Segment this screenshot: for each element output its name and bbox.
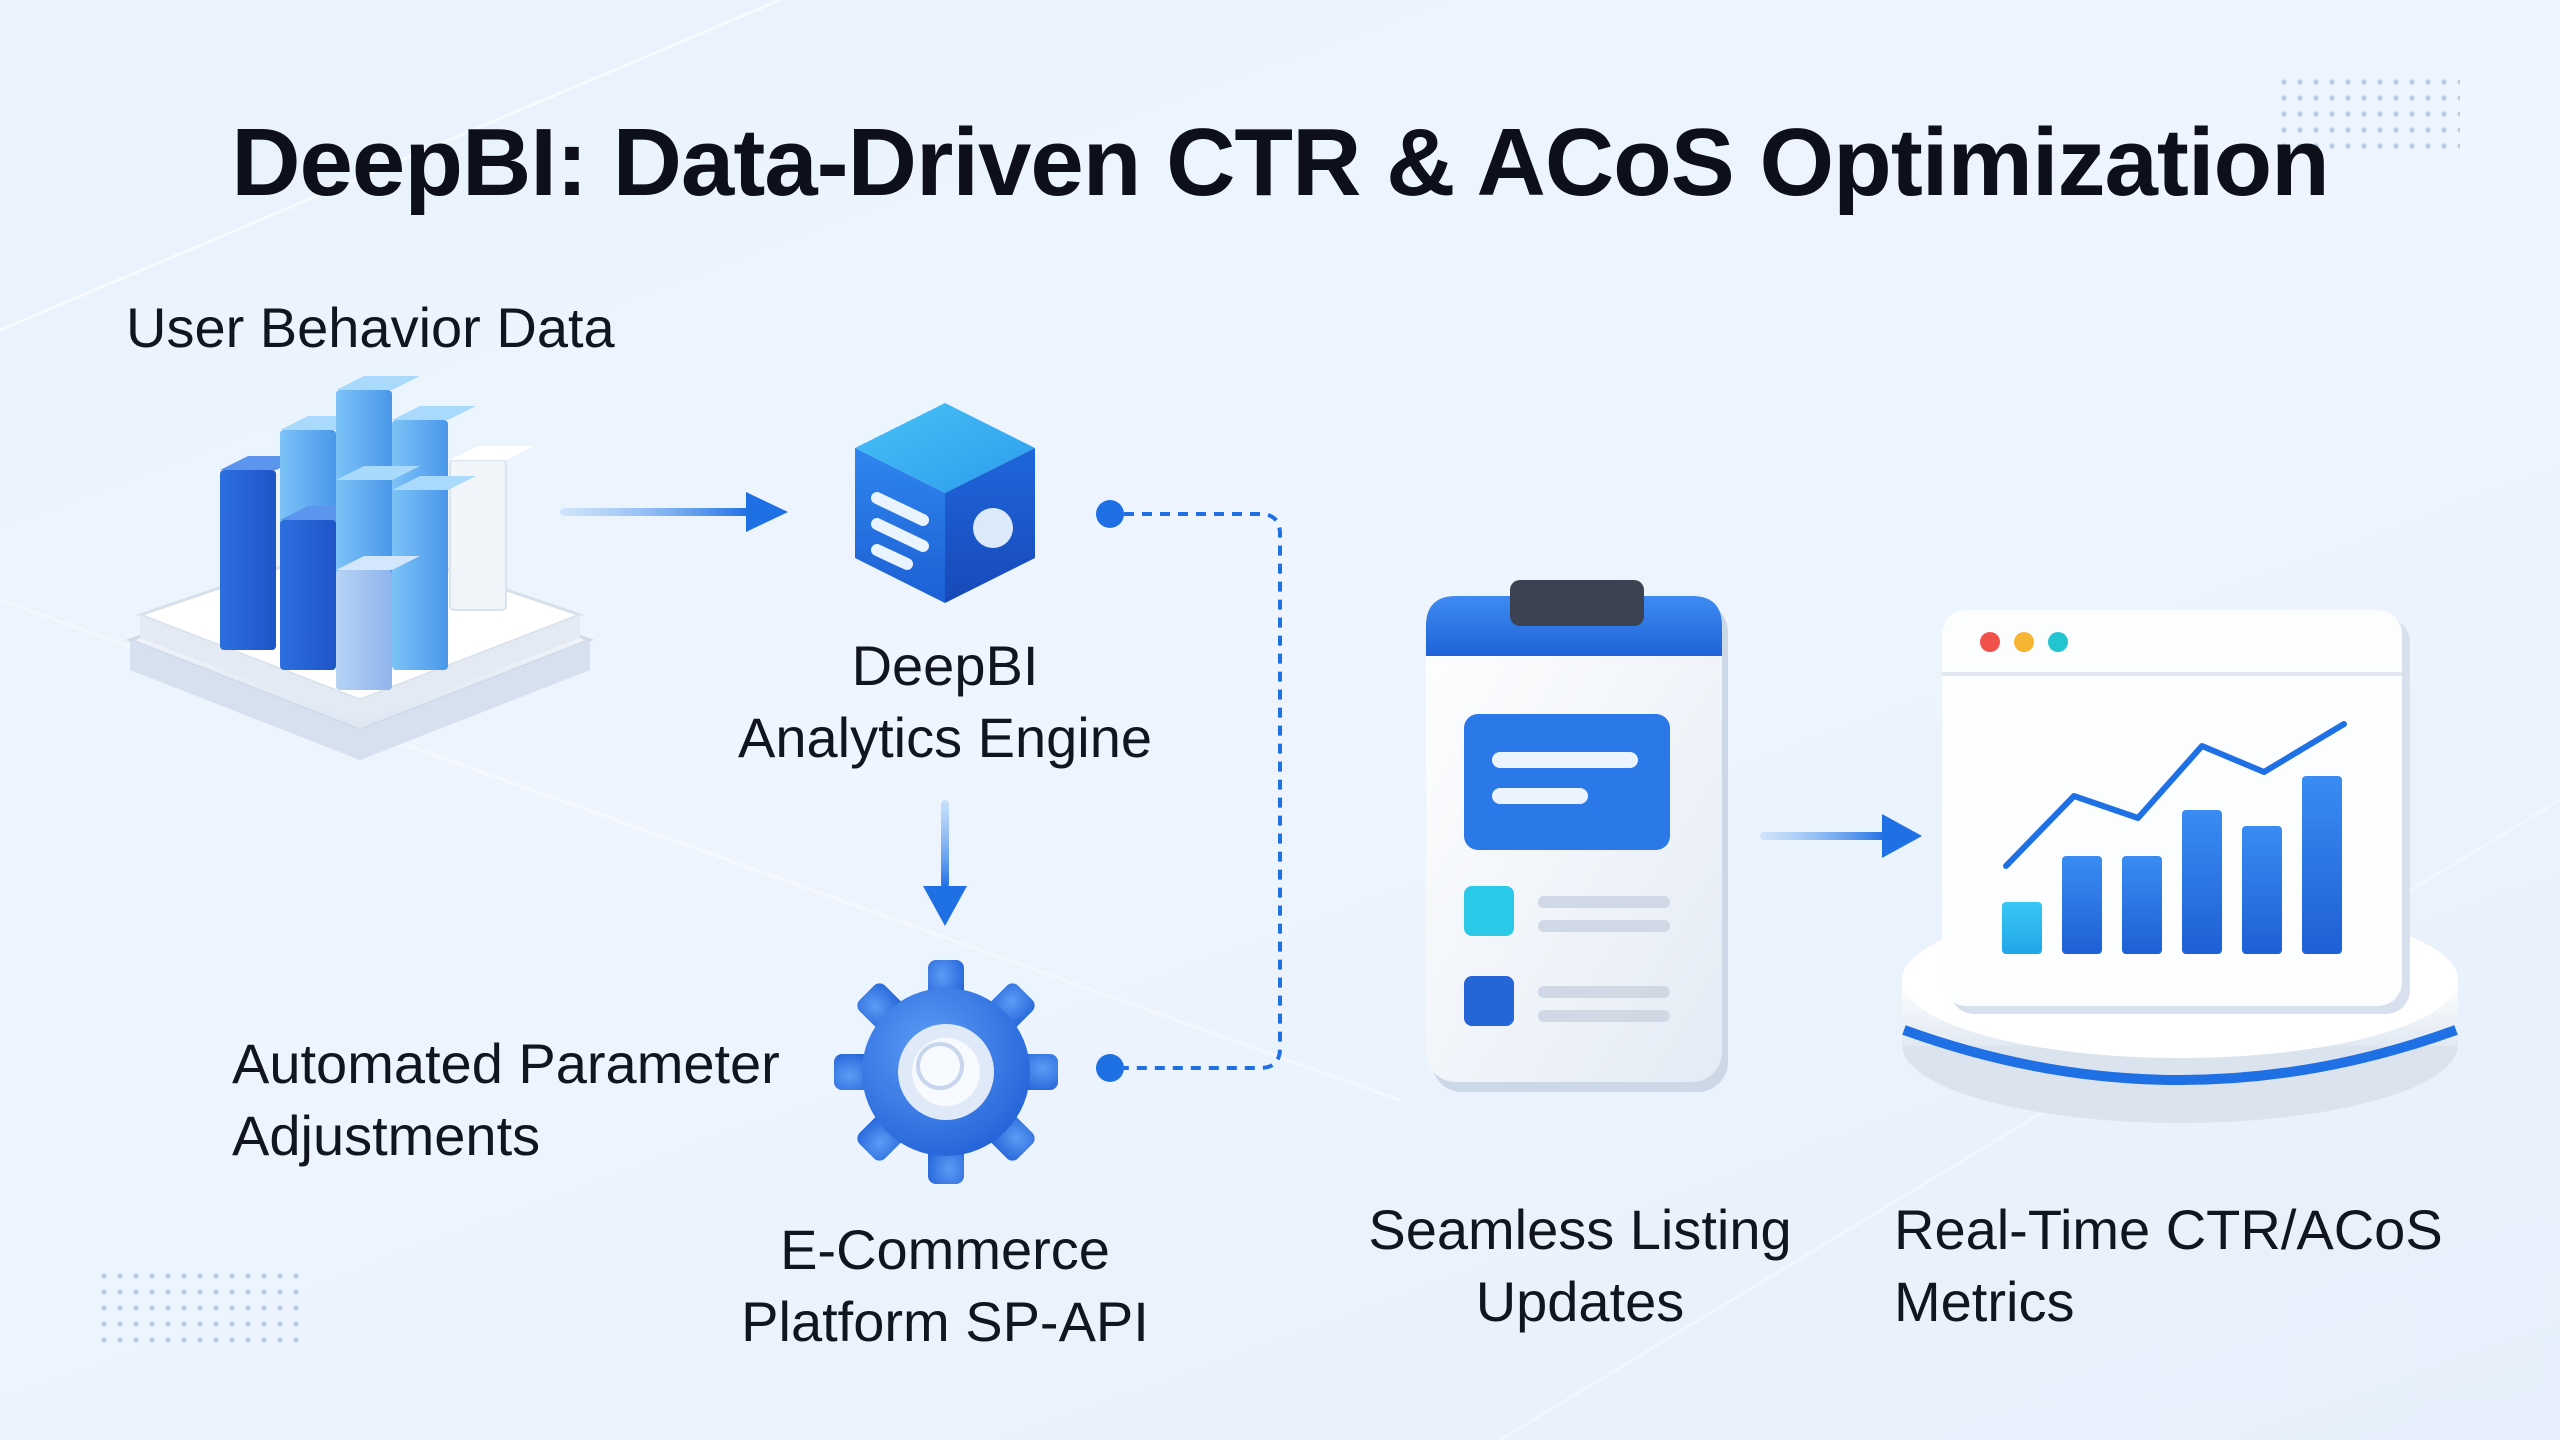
arrow-listing-to-metrics xyxy=(1760,814,1922,858)
engine-label-line-1: DeepBI xyxy=(851,634,1039,697)
gear-icon xyxy=(834,960,1058,1184)
metrics-label: Real-Time CTR/ACoS Metrics xyxy=(1894,1194,2443,1338)
sp-api-label: E-Commerce Platform SP-API xyxy=(700,1214,1190,1358)
adjustments-label-line-2: Adjustments xyxy=(232,1104,541,1167)
dot-grid-top-right xyxy=(2280,78,2460,158)
arrow-data-to-engine xyxy=(560,492,788,532)
adjustments-label: Automated Parameter Adjustments xyxy=(232,1028,780,1172)
listing-label-line-1: Seamless Listing xyxy=(1368,1198,1792,1261)
page-title: DeepBI: Data-Driven CTR & ACoS Optimizat… xyxy=(231,109,2330,216)
listing-label: Seamless Listing Updates xyxy=(1330,1194,1830,1338)
metrics-label-line-2: Metrics xyxy=(1894,1270,2075,1333)
bar-chart-platform-icon xyxy=(125,376,595,760)
metrics-label-line-1: Real-Time CTR/ACoS xyxy=(1894,1198,2443,1261)
dashed-feedback-connector xyxy=(1096,500,1282,1082)
listing-label-line-2: Updates xyxy=(1475,1270,1685,1333)
cube-icon xyxy=(855,403,1035,603)
adjustments-label-line-1: Automated Parameter xyxy=(232,1032,780,1095)
engine-label-line-2: Analytics Engine xyxy=(737,706,1152,769)
user-behavior-label: User Behavior Data xyxy=(126,296,615,359)
sp-api-label-line-2: Platform SP-API xyxy=(741,1290,1149,1353)
sp-api-label-line-1: E-Commerce xyxy=(780,1218,1110,1281)
engine-label: DeepBI Analytics Engine xyxy=(700,630,1190,774)
dashboard-chart-icon xyxy=(1902,610,2458,1123)
clipboard-icon xyxy=(1426,580,1728,1092)
dot-grid-bottom-left xyxy=(100,1272,300,1352)
arrow-engine-to-api xyxy=(923,800,967,926)
